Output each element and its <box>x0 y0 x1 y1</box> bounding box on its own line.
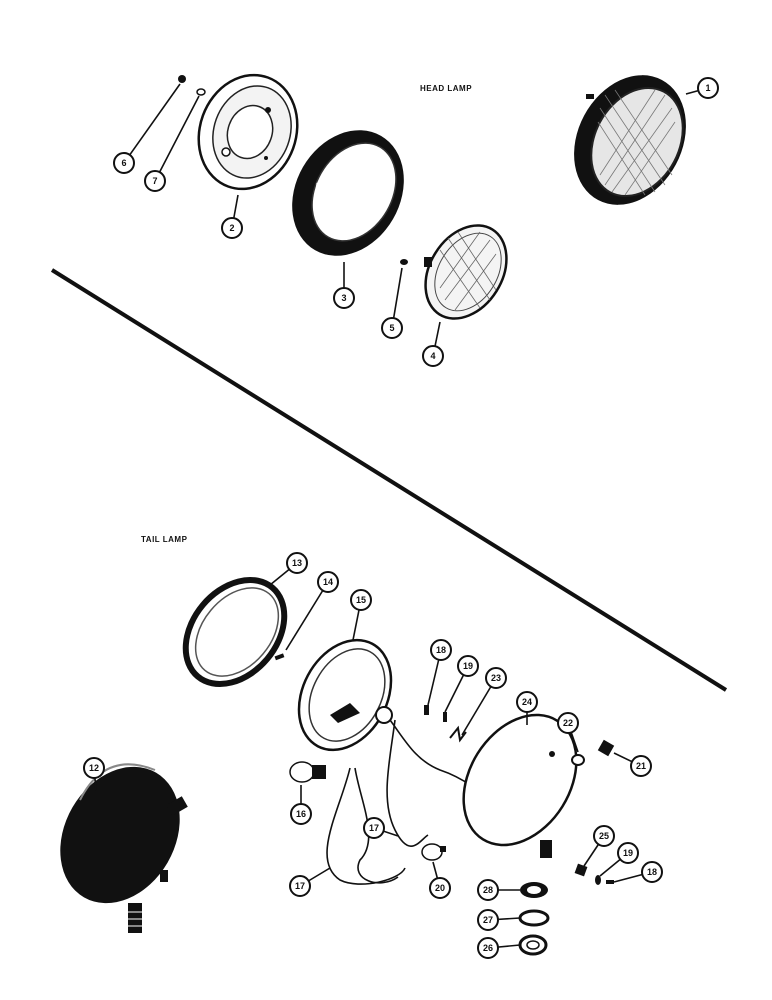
callout-label-26: 26 <box>483 943 493 953</box>
washer-19b <box>595 875 601 885</box>
callout-label-25: 25 <box>599 831 609 841</box>
callout-leader-7 <box>154 95 200 182</box>
callout-label-17: 17 <box>369 823 379 833</box>
callout-circle-18 <box>430 639 452 661</box>
callout-circle-16 <box>290 803 312 825</box>
callout-label-19: 19 <box>463 661 473 671</box>
tail-lamp-bulb <box>289 761 326 783</box>
head-lamp-title: HEAD LAMP <box>420 84 472 93</box>
callout-label-17: 17 <box>295 881 305 891</box>
callout-circle-27 <box>477 909 499 931</box>
callout-leader-6 <box>123 83 181 164</box>
callout-label-5: 5 <box>389 323 394 333</box>
callout-label-13: 13 <box>292 558 302 568</box>
callout-label-20: 20 <box>435 883 445 893</box>
screw-14 <box>274 653 285 661</box>
clip-23 <box>449 725 467 743</box>
callout-circle-1 <box>697 77 719 99</box>
tail-lamp-assembly <box>60 763 188 933</box>
callout-circle-6 <box>113 152 135 174</box>
callout-label-23: 23 <box>491 673 501 683</box>
screw-5 <box>400 259 408 265</box>
callout-circle-17 <box>363 817 385 839</box>
sealed-beam-unit <box>424 224 508 320</box>
head-lamp-rim <box>292 130 404 256</box>
callout-circle-22 <box>557 712 579 734</box>
grommet-25 <box>574 863 588 877</box>
callout-circle-3 <box>333 287 355 309</box>
callout-leader-23 <box>461 677 497 736</box>
fitting-21 <box>597 739 615 757</box>
tail-lamp-housing <box>462 713 578 858</box>
callout-circle-12 <box>83 757 105 779</box>
callout-circle-13 <box>286 552 308 574</box>
callout-label-19: 19 <box>623 848 633 858</box>
callout-circle-19 <box>457 655 479 677</box>
callout-label-18: 18 <box>647 867 657 877</box>
head-lamp-assembly <box>574 75 686 205</box>
callout-label-2: 2 <box>229 223 234 233</box>
callout-label-1: 1 <box>705 83 710 93</box>
callout-circle-28 <box>477 879 499 901</box>
washer-27 <box>518 909 550 927</box>
callout-circle-25 <box>593 825 615 847</box>
callout-circle-21 <box>630 755 652 777</box>
callout-circle-23 <box>485 667 507 689</box>
callout-label-27: 27 <box>483 915 493 925</box>
head-lamp-shell <box>197 73 299 191</box>
callout-label-3: 3 <box>341 293 346 303</box>
nut-26 <box>518 934 548 956</box>
callout-label-12: 12 <box>89 763 99 773</box>
callout-circle-5 <box>381 317 403 339</box>
washer-28 <box>520 882 548 898</box>
callout-label-28: 28 <box>483 885 493 895</box>
screw-18b <box>606 880 614 884</box>
nut-22 <box>571 754 585 766</box>
callout-circle-14 <box>317 571 339 593</box>
callout-label-16: 16 <box>296 809 306 819</box>
tail-lamp-lens <box>297 638 393 752</box>
callout-label-4: 4 <box>430 351 435 361</box>
callout-circle-24 <box>516 691 538 713</box>
tail-lamp-ring <box>182 577 288 687</box>
switch-20 <box>421 843 446 861</box>
callout-label-15: 15 <box>356 595 366 605</box>
callout-label-7: 7 <box>152 176 157 186</box>
washer-7 <box>196 88 206 96</box>
screw-18 <box>424 705 429 715</box>
callout-label-6: 6 <box>121 158 126 168</box>
callout-circle-20 <box>429 877 451 899</box>
section-divider <box>50 268 728 692</box>
callout-circle-4 <box>422 345 444 367</box>
callout-label-21: 21 <box>636 761 646 771</box>
callout-label-24: 24 <box>522 697 532 707</box>
callout-circle-18 <box>641 861 663 883</box>
callout-leader-14 <box>285 581 329 651</box>
callout-circle-26 <box>477 937 499 959</box>
washer-19 <box>443 712 447 722</box>
callout-label-18: 18 <box>436 645 446 655</box>
callout-circle-15 <box>350 589 372 611</box>
callout-circle-19 <box>617 842 639 864</box>
callout-circle-17 <box>289 875 311 897</box>
callout-label-22: 22 <box>563 718 573 728</box>
callout-label-14: 14 <box>323 577 333 587</box>
tail-lamp-title: TAIL LAMP <box>141 535 188 544</box>
callout-circle-2 <box>221 217 243 239</box>
callout-circle-7 <box>144 170 166 192</box>
nut-6 <box>178 75 186 83</box>
